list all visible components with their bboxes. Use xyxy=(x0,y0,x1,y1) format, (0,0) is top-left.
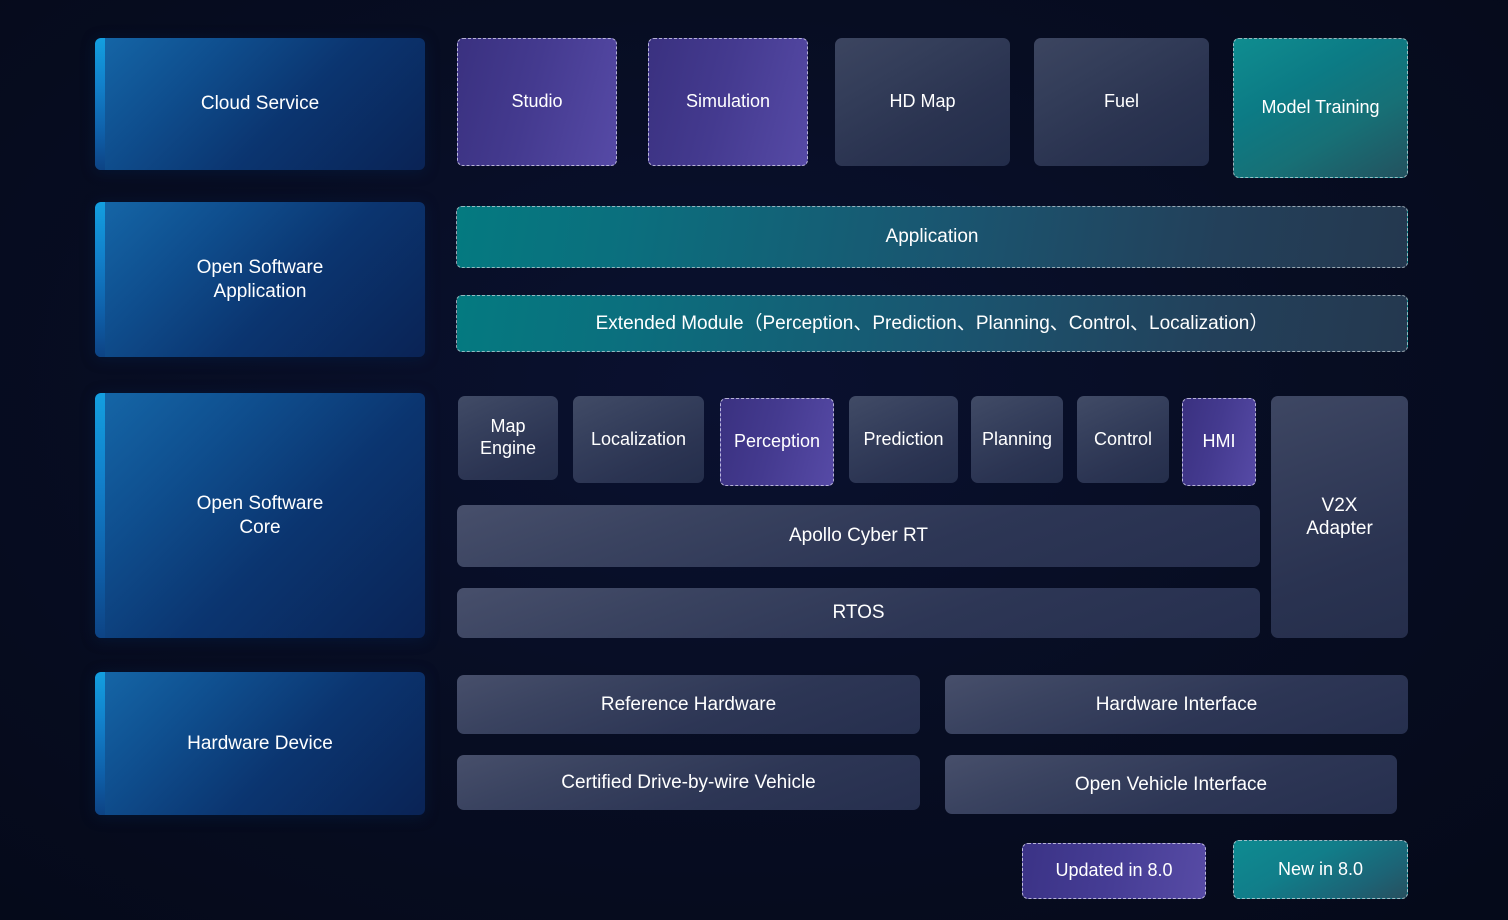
cloud-item-simulation[interactable]: Simulation xyxy=(648,38,808,166)
core-module-label: HMI xyxy=(1202,431,1236,452)
hardware-item-certified-drive-by-wire-vehicle[interactable]: Certified Drive-by-wire Vehicle xyxy=(457,755,920,810)
category-cloud-service[interactable]: Cloud Service xyxy=(95,38,425,170)
core-bar-label: Apollo Cyber RT xyxy=(788,525,929,547)
core-module-label: Perception xyxy=(733,431,821,452)
core-module-control[interactable]: Control xyxy=(1077,396,1169,483)
cloud-item-fuel[interactable]: Fuel xyxy=(1034,38,1209,166)
core-module-localization[interactable]: Localization xyxy=(573,396,704,483)
cloud-item-model-training[interactable]: Model Training xyxy=(1233,38,1408,178)
core-module-label: Control xyxy=(1093,428,1153,449)
hardware-item-label: Reference Hardware xyxy=(600,693,777,715)
core-module-v2x-adapter[interactable]: V2X Adapter xyxy=(1271,396,1408,638)
legend-updated-in-8[interactable]: Updated in 8.0 xyxy=(1022,843,1206,899)
cloud-item-label: Simulation xyxy=(685,91,771,112)
hardware-item-label: Hardware Interface xyxy=(1095,693,1258,715)
core-module-planning[interactable]: Planning xyxy=(971,396,1063,483)
category-label: Open Software Application xyxy=(196,257,324,302)
hardware-item-label: Open Vehicle Interface xyxy=(1074,773,1268,795)
extended-module-label: Extended Module（Perception、Prediction、Pl… xyxy=(595,312,1269,334)
category-open-software-application[interactable]: Open Software Application xyxy=(95,202,425,357)
cloud-item-label: Fuel xyxy=(1103,91,1139,112)
legend-new-in-8[interactable]: New in 8.0 xyxy=(1233,840,1408,899)
cloud-item-hd-map[interactable]: HD Map xyxy=(835,38,1010,166)
hardware-item-label: Certified Drive-by-wire Vehicle xyxy=(561,771,816,793)
core-bar-label: RTOS xyxy=(832,602,885,624)
core-module-label: Prediction xyxy=(863,428,944,449)
core-module-label: Localization xyxy=(590,428,687,449)
category-hardware-device[interactable]: Hardware Device xyxy=(95,672,425,815)
extended-module-bar[interactable]: Extended Module（Perception、Prediction、Pl… xyxy=(456,295,1408,352)
hardware-item-reference-hardware[interactable]: Reference Hardware xyxy=(457,675,920,734)
category-open-software-core[interactable]: Open Software Core xyxy=(95,393,425,638)
core-bar-rtos[interactable]: RTOS xyxy=(457,588,1260,638)
core-module-map-engine[interactable]: Map Engine xyxy=(458,396,558,480)
hardware-item-hardware-interface[interactable]: Hardware Interface xyxy=(945,675,1408,734)
hardware-item-open-vehicle-interface[interactable]: Open Vehicle Interface xyxy=(945,755,1397,814)
legend-label: New in 8.0 xyxy=(1277,858,1364,879)
cloud-item-label: Model Training xyxy=(1261,97,1380,118)
cloud-item-studio[interactable]: Studio xyxy=(457,38,617,166)
core-module-prediction[interactable]: Prediction xyxy=(849,396,958,483)
category-label: Cloud Service xyxy=(200,93,320,115)
application-bar-label: Application xyxy=(885,226,979,248)
category-label: Open Software Core xyxy=(196,493,324,538)
core-module-label: Planning xyxy=(981,428,1053,449)
core-bar-apollo-cyber-rt[interactable]: Apollo Cyber RT xyxy=(457,505,1260,567)
legend-label: Updated in 8.0 xyxy=(1055,860,1173,881)
application-bar[interactable]: Application xyxy=(456,206,1408,268)
core-module-label: V2X Adapter xyxy=(1306,494,1373,539)
cloud-item-label: Studio xyxy=(511,91,563,112)
core-module-label: Map Engine xyxy=(479,416,537,458)
cloud-item-label: HD Map xyxy=(889,91,956,112)
category-label: Hardware Device xyxy=(187,732,333,754)
core-module-perception[interactable]: Perception xyxy=(720,398,834,486)
core-module-hmi[interactable]: HMI xyxy=(1182,398,1256,486)
